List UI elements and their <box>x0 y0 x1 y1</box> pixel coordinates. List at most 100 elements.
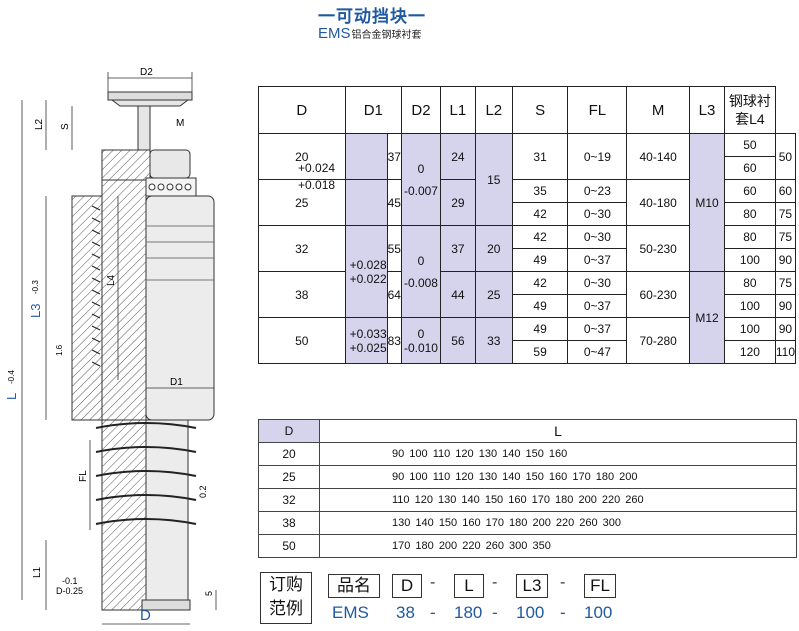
cell-l3: 80 <box>723 202 776 226</box>
cell-l3: 60 <box>723 179 776 203</box>
cell-s: 0~30 <box>567 271 628 295</box>
label-s: S <box>60 123 71 130</box>
ball-row <box>148 183 192 191</box>
example-model: EMS <box>332 603 369 622</box>
cell-s: 0~19 <box>567 133 628 180</box>
cell-s: 0~30 <box>567 225 628 249</box>
cell-l2: 42 <box>511 202 569 226</box>
col-l4: 钢球衬套L4 <box>723 86 776 134</box>
cell-l2: 49 <box>511 317 569 341</box>
cell-fl: 50-230 <box>626 225 691 272</box>
body-left-hatch <box>71 195 103 421</box>
top-plate <box>107 91 193 101</box>
col-d2: D2 <box>400 86 441 134</box>
field-l-box: L <box>454 574 484 598</box>
label-d-tol-lower: D-0.25 <box>56 586 83 596</box>
body-upper <box>101 149 151 181</box>
cell-d1: 45 <box>386 179 402 226</box>
cell-l4: 75 <box>774 202 797 226</box>
dash-3: - <box>560 574 566 591</box>
example-dash-3: - <box>560 603 566 622</box>
col-d: D <box>258 86 346 134</box>
example-l: 180 <box>454 603 483 622</box>
label-l4: L4 <box>106 274 117 286</box>
label-l-tol: -0.4 <box>7 370 16 384</box>
cell-l2: 49 <box>511 294 569 318</box>
table-row: 32 +0.028+0.022 55 0-0.008 37 20 42 0~30… <box>258 225 797 318</box>
lower-shaft <box>101 419 147 611</box>
length-col-d: D <box>258 419 320 443</box>
cell-d2: 44 <box>439 271 476 318</box>
cell-l4: 50 <box>774 133 797 180</box>
label-l: L <box>4 393 19 400</box>
dash-1: - <box>430 574 436 591</box>
label-m: M <box>176 118 184 129</box>
label-gap: 5 <box>204 591 214 596</box>
cell-d1: 37 <box>386 133 402 180</box>
product-subtitle: EMS铝合金钢球衬套 <box>318 25 422 42</box>
cell-d: 32 <box>258 225 346 272</box>
col-l2: L2 <box>474 86 513 134</box>
col-s: S <box>511 86 569 134</box>
label-l3-tol: -0.3 <box>31 280 40 294</box>
cell-s: 0~37 <box>567 294 628 318</box>
cell-d: 50 <box>258 317 346 364</box>
cell-d1-tol: 0-0.010 <box>400 317 441 364</box>
example-fl: 100 <box>584 603 613 622</box>
cell-l1: 25 <box>474 271 513 318</box>
bottom-cap <box>141 599 191 611</box>
cell-l3: 80 <box>723 225 776 249</box>
label-l3: L3 <box>28 304 43 318</box>
cell-d1-tol: 0-0.008 <box>400 225 441 318</box>
cell-d-tol: +0.028+0.022 <box>344 225 388 318</box>
cell-d1-tol: 0-0.007 <box>400 133 441 226</box>
spring <box>95 422 197 525</box>
order-example: 订购范例 品名 D - L - L3 - FL EMS 38 - 180 - 1… <box>258 572 798 628</box>
cell-l4: 60 <box>774 179 797 203</box>
cell-l2: 49 <box>511 248 569 272</box>
cell-l1: 15 <box>474 133 513 226</box>
label-roughness: 1.6 <box>55 344 64 356</box>
body-right-upper <box>149 149 191 179</box>
cell-m: M10 <box>689 133 725 272</box>
cell-d2: 24 <box>439 133 476 180</box>
label-l2: L2 <box>34 118 45 130</box>
col-l1: L1 <box>439 86 476 134</box>
col-fl: FL <box>567 86 628 134</box>
dash-2: - <box>492 574 498 591</box>
cell-fl: 40-180 <box>626 179 691 226</box>
cell-l3: 80 <box>723 271 776 295</box>
lower-shaft-right <box>145 419 189 611</box>
cell-fl: 70-280 <box>626 317 691 364</box>
label-d1: D1 <box>170 377 183 388</box>
cell-l1: 20 <box>474 225 513 272</box>
cell-l4: 75 <box>774 225 797 249</box>
length-header-row: D L <box>258 419 797 443</box>
cell-l3: 120 <box>723 340 776 364</box>
label-spring-tol: 0.2 <box>198 485 208 498</box>
inner-coil <box>91 205 101 367</box>
d20-tol: +0.024+0.018 <box>298 161 336 192</box>
cell-l4: 75 <box>774 271 797 295</box>
col-m: M <box>626 86 691 134</box>
cell-l2: 31 <box>511 133 569 180</box>
model-desc: 铝合金钢球衬套 <box>351 30 422 41</box>
cell-d2: 29 <box>439 179 476 226</box>
cell-d1: 83 <box>386 317 402 364</box>
name-label-box: 品名 <box>328 574 380 598</box>
order-label-box: 订购范例 <box>260 572 312 624</box>
cell-d2: 56 <box>439 317 476 364</box>
cell-d2: 37 <box>439 225 476 272</box>
cell-m: M12 <box>689 271 725 364</box>
field-d-box: D <box>392 574 422 598</box>
example-dash-2: - <box>492 603 498 622</box>
cell-l2: 42 <box>511 225 569 249</box>
page-title: 一可动挡块一 <box>318 7 426 27</box>
length-col-l: L <box>319 419 797 443</box>
label-fl: FL <box>78 470 89 482</box>
cell-l4: 90 <box>774 248 797 272</box>
cell-l3: 50 <box>723 133 776 157</box>
